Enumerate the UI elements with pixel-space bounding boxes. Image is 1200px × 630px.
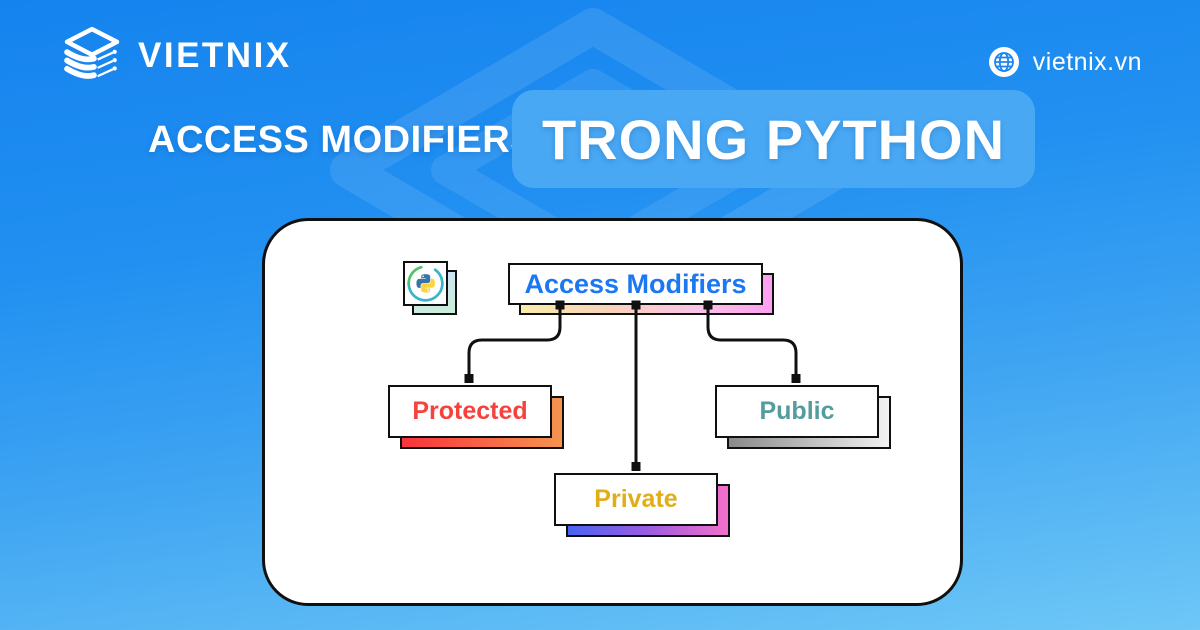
- connector-node: [631, 462, 641, 471]
- website-url: vietnix.vn: [1032, 47, 1142, 76]
- globe-icon: [988, 47, 1019, 77]
- protected-node-label: Protected: [412, 397, 528, 425]
- python-logo-icon: [407, 265, 444, 302]
- connector-public: [706, 305, 798, 378]
- layer-stack-icon: [64, 26, 120, 79]
- vietnix-logo[interactable]: VIETNIX: [60, 26, 292, 86]
- vietnix-logo-text: VIETNIX: [138, 36, 292, 75]
- connector-protected: [467, 305, 562, 378]
- title-highlight-box: TRONG PYTHON: [512, 90, 1035, 188]
- website-link[interactable]: vietnix.vn: [988, 46, 1142, 78]
- connector-node: [791, 374, 801, 383]
- diagram-card: Access Modifiers Protected: [262, 218, 963, 606]
- protected-node: Protected: [388, 385, 552, 438]
- root-node-label: Access Modifiers: [524, 268, 747, 299]
- public-node: Public: [715, 385, 879, 438]
- private-node-label: Private: [594, 485, 678, 513]
- connector-node: [464, 374, 474, 383]
- title-highlight: TRONG PYTHON: [541, 107, 1006, 171]
- python-icon: [403, 261, 448, 306]
- title-prefix: ACCESS MODIFIERS: [148, 119, 537, 161]
- private-node: Private: [554, 473, 718, 526]
- root-node: Access Modifiers: [508, 263, 763, 305]
- public-node-label: Public: [759, 397, 835, 425]
